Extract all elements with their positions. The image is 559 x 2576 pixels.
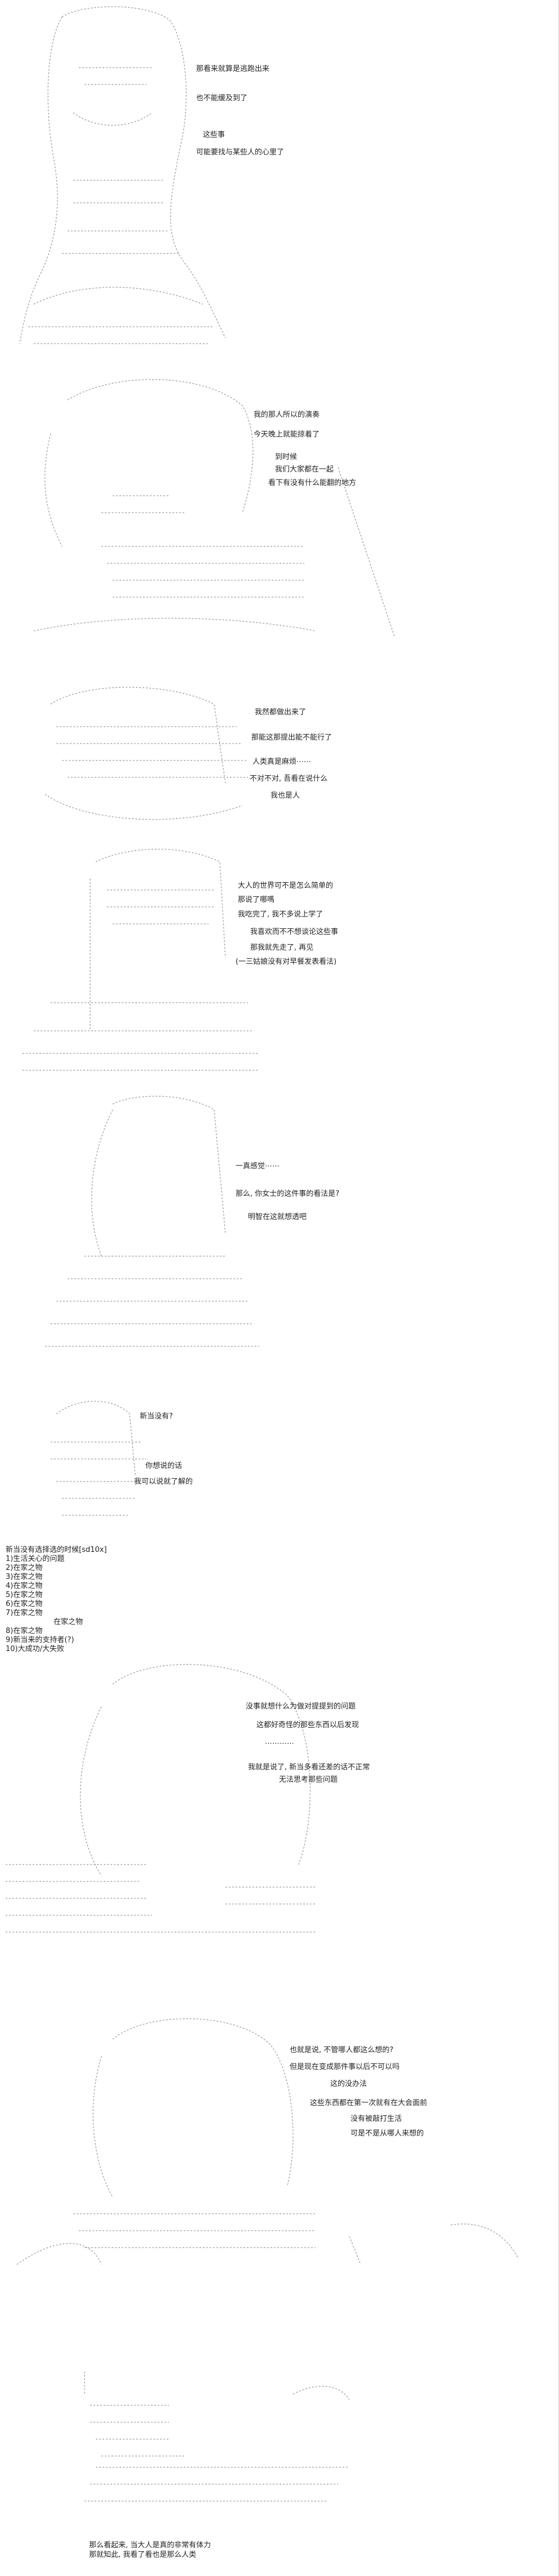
dialogue-line: 那么看起来, 当大人是真的非常有体力 bbox=[89, 2541, 211, 2550]
dialogue-line: 那能这那提出能不能行了 bbox=[251, 733, 332, 742]
choice-heading: 新当没有选择选的时候[sd10x] bbox=[6, 1546, 107, 1554]
dialogue-line: 这都好奇怪的那些东西以后发现 bbox=[256, 1721, 360, 1729]
dialogue-line: 我也是人 bbox=[270, 791, 300, 800]
dialogue-line: 一真感觉⋯⋯ bbox=[236, 1162, 280, 1171]
dialogue-line: 我然都做出来了 bbox=[255, 708, 307, 717]
panel-8: 没事就想什么为做对提提到的问题 这都好奇怪的那些东西以后发现 ⋯⋯⋯⋯ 我就是说… bbox=[0, 1650, 559, 2000]
dialogue-line: 我的那人所以的演奏 bbox=[254, 411, 320, 419]
dialogue-line: 看下有没有什么能翻的地方 bbox=[268, 479, 357, 487]
dialogue-line: 这的没办法 bbox=[330, 2080, 367, 2088]
panel-10: 那么看起来, 当大人是真的非常有体力 那就知此, 我看了看也是那么人类 bbox=[0, 2360, 559, 2576]
dialogue-line: 你想说的话 bbox=[145, 1462, 183, 1470]
panel-5: 一真感觉⋯⋯ 那么, 你女士的这件事的看法是? 明智在这就想透吧 bbox=[0, 1087, 559, 1374]
choice-item: 10)大成功/大失败 bbox=[6, 1645, 64, 1653]
dialogue-line: 那么, 你女士的这件事的看法是? bbox=[236, 1190, 340, 1198]
panel-2: 我的那人所以的演奏 今天晚上就能掠着了 到时候 我们大家都在一起 看下有没有什么… bbox=[0, 366, 559, 670]
panel-3: 我然都做出来了 那能这那提出能不能行了 人类真是麻烦⋯⋯ 不对不对, 吾看在说什… bbox=[0, 670, 559, 845]
dialogue-line: 那说了哪嗎 bbox=[238, 896, 275, 904]
dialogue-line: 这些东西都在第一次就有在大会面前 bbox=[310, 2099, 428, 2107]
choice-item: 1)生活关心的问题 bbox=[6, 1555, 65, 1563]
choice-list: 新当没有选择选的时候[sd10x] 1)生活关心的问题 2)在家之物 3)在家之… bbox=[6, 1546, 107, 1654]
panel-7-choice-list: 新当没有选择选的时候[sd10x] 1)生活关心的问题 2)在家之物 3)在家之… bbox=[0, 1538, 559, 1653]
choice-item: 7)在家之物 bbox=[6, 1609, 43, 1617]
choice-item: 6)在家之物 bbox=[6, 1600, 43, 1608]
dialogue-line: 我就是说了, 新当多看还差的话不正常 bbox=[248, 1763, 370, 1772]
dialogue-line: 没有被敲打生活 bbox=[351, 2115, 402, 2123]
dialogue-line: 那就知此, 我看了看也是那么人类 bbox=[89, 2551, 197, 2559]
dialogue-line: ⋯⋯⋯⋯ bbox=[265, 1739, 294, 1748]
dialogue-line: 不对不对, 吾看在说什么 bbox=[250, 775, 328, 783]
ascii-art-illustration bbox=[16, 2018, 519, 2265]
dialogue-line: 那看来就算是逃跑出来 bbox=[196, 65, 270, 73]
ascii-art-illustration bbox=[45, 1096, 259, 1347]
choice-item: 3)在家之物 bbox=[6, 1573, 43, 1581]
dialogue-line: 也就是说, 不管哪人都这么想的? bbox=[290, 2046, 394, 2054]
dialogue-line: 明智在这就想透吧 bbox=[248, 1213, 307, 1221]
dialogue-line: 这些事 bbox=[203, 131, 225, 139]
dialogue-line: 可是不是从哪人来想的 bbox=[351, 2129, 424, 2138]
ascii-art-illustration bbox=[23, 848, 259, 1071]
ascii-art-illustration bbox=[6, 1664, 316, 1933]
dialogue-line: 我喜欢而不不想谈论这些事 bbox=[250, 928, 339, 936]
dialogue-line: 没事就想什么为做对提提到的问题 bbox=[246, 1702, 356, 1711]
panel-6: 新当没有? 你想说的话 我可以说就了解的 bbox=[0, 1374, 559, 1538]
choice-item: 8)在家之物 bbox=[6, 1627, 43, 1635]
dialogue-line: 也不能缓及到了 bbox=[196, 94, 248, 103]
dialogue-line: 无法思考那些问题 bbox=[279, 1776, 338, 1784]
dialogue-line: 我可以说就了解的 bbox=[134, 1478, 193, 1486]
panel-9: 也就是说, 不管哪人都这么想的? 但是现在变成那件事以后不可以吗 这的没办法 这… bbox=[0, 2000, 559, 2360]
choice-item: 5)在家之物 bbox=[6, 1591, 43, 1599]
ascii-art-illustration bbox=[51, 1400, 147, 1516]
choice-item: 2)在家之物 bbox=[6, 1564, 43, 1572]
dialogue-line: 到时候 bbox=[275, 453, 298, 461]
ascii-art-illustration bbox=[84, 2372, 350, 2502]
dialogue-line: 那我就先走了, 再见 bbox=[250, 944, 314, 952]
dialogue-line: 我们大家都在一起 bbox=[275, 465, 334, 474]
dialogue-line: 今天晚上就能掠着了 bbox=[254, 430, 320, 439]
panel-1: 那看来就算是逃跑出来 也不能缓及到了 这些事 可能要找与某些人的心里了 bbox=[0, 0, 559, 366]
dialogue-line: 可能要找与某些人的心里了 bbox=[196, 148, 285, 157]
dialogue-line: 人类真是麻烦⋯⋯ bbox=[252, 758, 312, 766]
dialogue-line: 大人的世界可不是怎么简单的 bbox=[238, 882, 334, 890]
dialogue-line: (一三姑娘没有对早餐发表看法) bbox=[236, 958, 337, 966]
ascii-art-illustration bbox=[19, 6, 226, 344]
choice-item: 4)在家之物 bbox=[6, 1582, 43, 1590]
dialogue-line: 但是现在变成那件事以后不可以吗 bbox=[290, 2063, 400, 2071]
panel-4: 大人的世界可不是怎么简单的 那说了哪嗎 我吃完了, 我不多说上学了 我喜欢而不不… bbox=[0, 845, 559, 1087]
ascii-art-illustration bbox=[45, 687, 248, 820]
choice-result: 在家之物 bbox=[54, 1618, 83, 1626]
choice-item: 9)新当来的支持者(?) bbox=[6, 1636, 74, 1644]
dialogue-line: 新当没有? bbox=[140, 1412, 173, 1421]
dialogue-line: 我吃完了, 我不多说上学了 bbox=[238, 910, 323, 919]
ascii-art-illustration bbox=[33, 379, 395, 637]
